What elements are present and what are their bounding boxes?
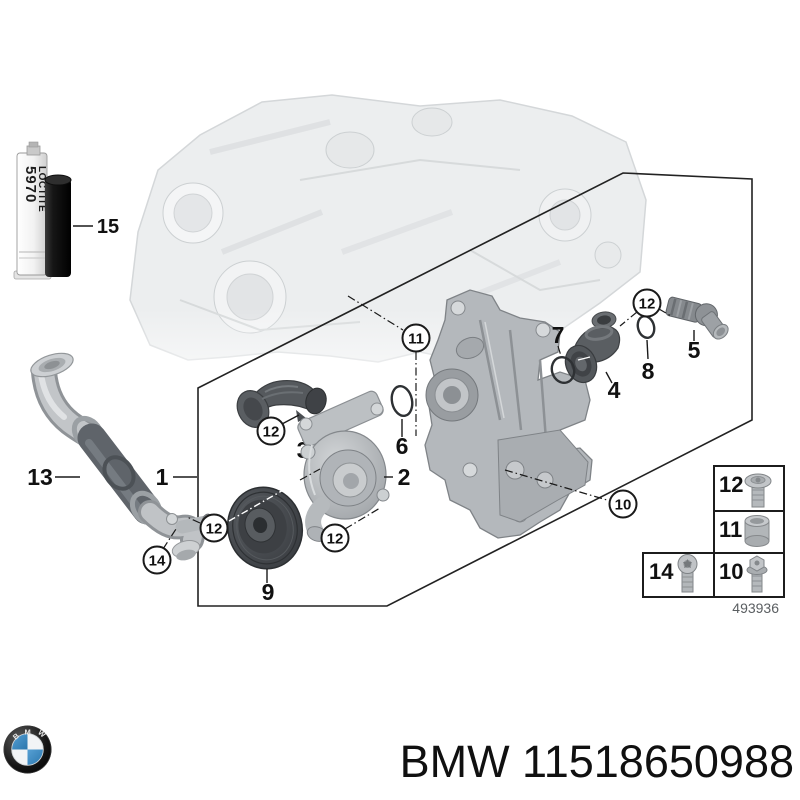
callout-2: 2 [398, 464, 411, 490]
svg-text:12: 12 [263, 424, 280, 441]
circled-callout-12-pump: 12 [320, 523, 350, 553]
callout-9: 9 [262, 579, 275, 605]
bmw-logo-letter-w: W [36, 728, 48, 740]
part-number-text: BMW 11518650988 [400, 736, 794, 787]
inlet-connector [236, 379, 327, 428]
belt-pulley [227, 486, 303, 570]
diagram-code: 493936 [732, 600, 779, 616]
legend-label-11: 11 [719, 517, 742, 542]
circled-callout-10: 10 [608, 489, 638, 519]
svg-text:12: 12 [206, 521, 223, 538]
svg-text:14: 14 [149, 553, 166, 570]
circled-callout-14: 14 [142, 545, 172, 575]
loctite-number-text: 5970 [22, 166, 39, 203]
flange-bolt-icon [744, 473, 772, 508]
callout-4: 4 [608, 377, 621, 403]
legend-label-10: 10 [719, 559, 743, 584]
loctite-tube: LOCTITE 5970 [13, 141, 52, 280]
loctite-black-cylinder [44, 174, 72, 277]
bmw-logo-letter-b: B [11, 731, 21, 742]
sleeve-icon [744, 515, 770, 547]
loctite-brand-text: LOCTITE [36, 166, 47, 212]
bmw-logo-letter-m: M [25, 728, 31, 737]
callout-7: 7 [552, 322, 565, 348]
hex-bolt-icon [746, 555, 768, 593]
thermostat-elbow [564, 311, 621, 384]
svg-text:11: 11 [408, 331, 424, 348]
circled-callout-11: 11 [401, 323, 431, 353]
circled-callout-12-connector: 12 [256, 416, 286, 446]
water-pump [297, 390, 390, 542]
circled-callout-12-elbow: 12 [632, 288, 662, 318]
legend-cell-12 [713, 465, 785, 512]
callout-5: 5 [688, 337, 701, 363]
pump-bracket-housing [424, 289, 593, 539]
legend-label-12: 12 [719, 472, 743, 497]
legend-label-14: 14 [649, 559, 674, 584]
callout-15: 15 [97, 216, 119, 238]
elbow-fitting [665, 296, 729, 340]
callout-6: 6 [396, 433, 409, 459]
svg-text:12: 12 [639, 296, 656, 313]
pan-head-screw-icon [677, 554, 698, 593]
legend-table: 12 11 14 10 [642, 465, 785, 616]
parts-box-outline [197, 172, 753, 607]
oring-6 [390, 384, 414, 418]
callout-13: 13 [27, 464, 53, 490]
circled-callout-12-pulley: 12 [199, 513, 229, 543]
bmw-logo: B M W [3, 725, 52, 774]
callout-1: 1 [156, 464, 169, 490]
oring-7 [550, 355, 576, 385]
svg-text:10: 10 [615, 497, 632, 514]
svg-text:12: 12 [327, 531, 344, 548]
callout-8: 8 [642, 358, 655, 384]
legend-cell-10 [713, 552, 785, 598]
